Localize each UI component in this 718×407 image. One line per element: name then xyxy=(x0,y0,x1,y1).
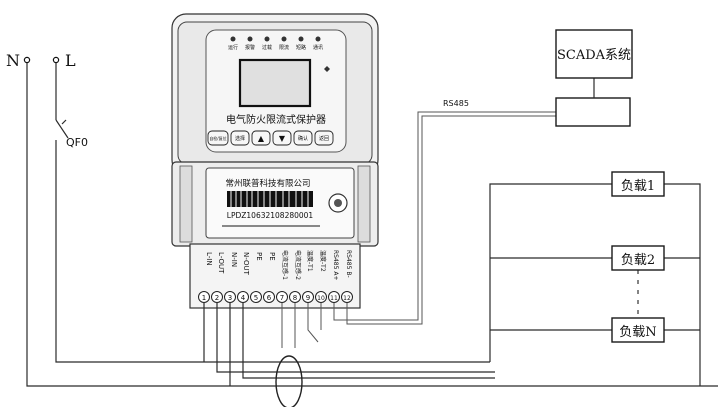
terminal-number-7: 7 xyxy=(280,294,284,302)
up-button[interactable] xyxy=(251,130,271,146)
led-overload xyxy=(264,36,270,42)
selftest-reset-label: 自检/复位 xyxy=(209,135,226,141)
terminal-label-7: 电流互感-1 xyxy=(281,250,289,280)
up-arrow-icon: ▲ xyxy=(258,134,265,143)
breaker-mark xyxy=(61,119,67,125)
terminal-label-10: 温度-T2 xyxy=(319,250,327,272)
indicator-row: 运行 报警 过载 限流 短路 通讯 xyxy=(228,36,323,51)
terminal-number-9: 9 xyxy=(306,294,310,302)
terminal-label-6: PE xyxy=(268,252,276,261)
terminal-label-11: RS485 A+ xyxy=(332,250,339,280)
led-label-overload: 过载 xyxy=(262,44,272,51)
scada-label: SCADA系统 xyxy=(557,48,631,63)
wire-t4-nout xyxy=(242,303,495,379)
terminal-number-5: 5 xyxy=(254,294,258,302)
rs485-label: RS485 xyxy=(443,99,469,108)
load-2-box xyxy=(611,245,665,271)
rs485-converter xyxy=(555,97,631,127)
led-label-short: 短路 xyxy=(296,44,306,51)
select-button[interactable] xyxy=(230,130,250,146)
current-transformer xyxy=(275,355,303,407)
load-1-label: 负载1 xyxy=(621,179,655,194)
terminal-label-8: 电流互感-2 xyxy=(294,250,302,280)
neutral-label: N xyxy=(6,51,20,70)
load-bus-left xyxy=(489,183,612,362)
rs485-line-b xyxy=(346,115,556,325)
neutral-wire xyxy=(26,63,718,387)
wire-t9-temp xyxy=(307,303,319,343)
terminal-label-12: RS485 B- xyxy=(345,250,352,278)
terminal-label-2: L-OUT xyxy=(217,252,225,274)
line-terminal-dot xyxy=(52,56,60,64)
nameplate-serial: LPDZ10632108280001 xyxy=(227,211,314,220)
terminal-number-8: 8 xyxy=(293,294,297,302)
terminal-label-4: N-OUT xyxy=(242,252,250,276)
load-n-label: 负载N xyxy=(619,325,656,340)
down-button[interactable] xyxy=(272,130,292,146)
down-arrow-icon: ▼ xyxy=(279,134,286,143)
right-rail xyxy=(357,165,371,243)
led-label-comm: 通讯 xyxy=(313,44,323,51)
load-bus-right xyxy=(664,183,701,386)
load-1-box xyxy=(611,171,665,197)
lcd-display xyxy=(238,58,312,108)
protector-device: 运行 报警 过载 限流 短路 通讯 电气防火限流式保护器 自检/复位 选择 ▲ … xyxy=(171,13,379,309)
led-alarm xyxy=(247,36,253,42)
terminal-number-6: 6 xyxy=(267,294,272,302)
confirm-label: 确认 xyxy=(298,135,308,142)
terminal-number-12: 12 xyxy=(343,295,351,302)
terminal-number-1: 1 xyxy=(202,294,206,302)
left-rail xyxy=(179,165,193,243)
load-2-label: 负载2 xyxy=(621,253,655,268)
seal-screw-center xyxy=(334,199,342,207)
scada-box xyxy=(555,29,633,79)
terminal-label-5: PE xyxy=(255,252,263,261)
button-row: 自检/复位 选择 ▲ ▼ 确认 返回 xyxy=(207,130,334,146)
terminal-number-3: 3 xyxy=(228,294,232,302)
breaker-label: QF0 xyxy=(66,136,88,149)
nameplate-company: 常州联普科技有限公司 xyxy=(225,178,310,189)
rs485-line-a xyxy=(333,111,556,321)
led-label-limit: 限流 xyxy=(279,44,289,51)
confirm-button[interactable] xyxy=(293,130,313,146)
terminal-number-11: 11 xyxy=(330,295,338,302)
terminal-label-3: N-IN xyxy=(230,252,238,267)
led-run xyxy=(230,36,236,42)
led-comm xyxy=(315,36,321,42)
terminal-label-1: L-IN xyxy=(205,252,213,266)
back-label: 返回 xyxy=(319,135,329,142)
terminal-number-4: 4 xyxy=(241,294,246,302)
led-label-alarm: 报警 xyxy=(245,44,255,51)
back-button[interactable] xyxy=(314,130,334,146)
breaker-switch-blade xyxy=(55,119,69,139)
sensor-icon xyxy=(324,66,330,72)
terminal-screws: 1 2 3 4 5 6 7 8 9 10 11 12 xyxy=(198,291,353,303)
select-label: 选择 xyxy=(235,135,245,142)
barcode-gaps xyxy=(230,191,309,207)
load-n-box xyxy=(611,317,665,343)
neutral-terminal-dot xyxy=(23,56,31,64)
wire-t2-lout xyxy=(216,303,495,373)
terminal-label-9: 温度-T1 xyxy=(306,250,314,272)
device-title: 电气防火限流式保护器 xyxy=(226,113,326,126)
led-limit xyxy=(281,36,287,42)
selftest-reset-button[interactable] xyxy=(207,130,229,146)
led-short xyxy=(298,36,304,42)
led-label-run: 运行 xyxy=(228,44,238,51)
terminal-labels: L-IN L-OUT N-IN N-OUT PE PE 电流互感-1 电流互感-… xyxy=(205,250,352,280)
terminal-number-10: 10 xyxy=(317,295,325,302)
line-label: L xyxy=(65,51,76,70)
line-wire-lower xyxy=(55,140,490,363)
terminal-number-2: 2 xyxy=(215,294,219,302)
